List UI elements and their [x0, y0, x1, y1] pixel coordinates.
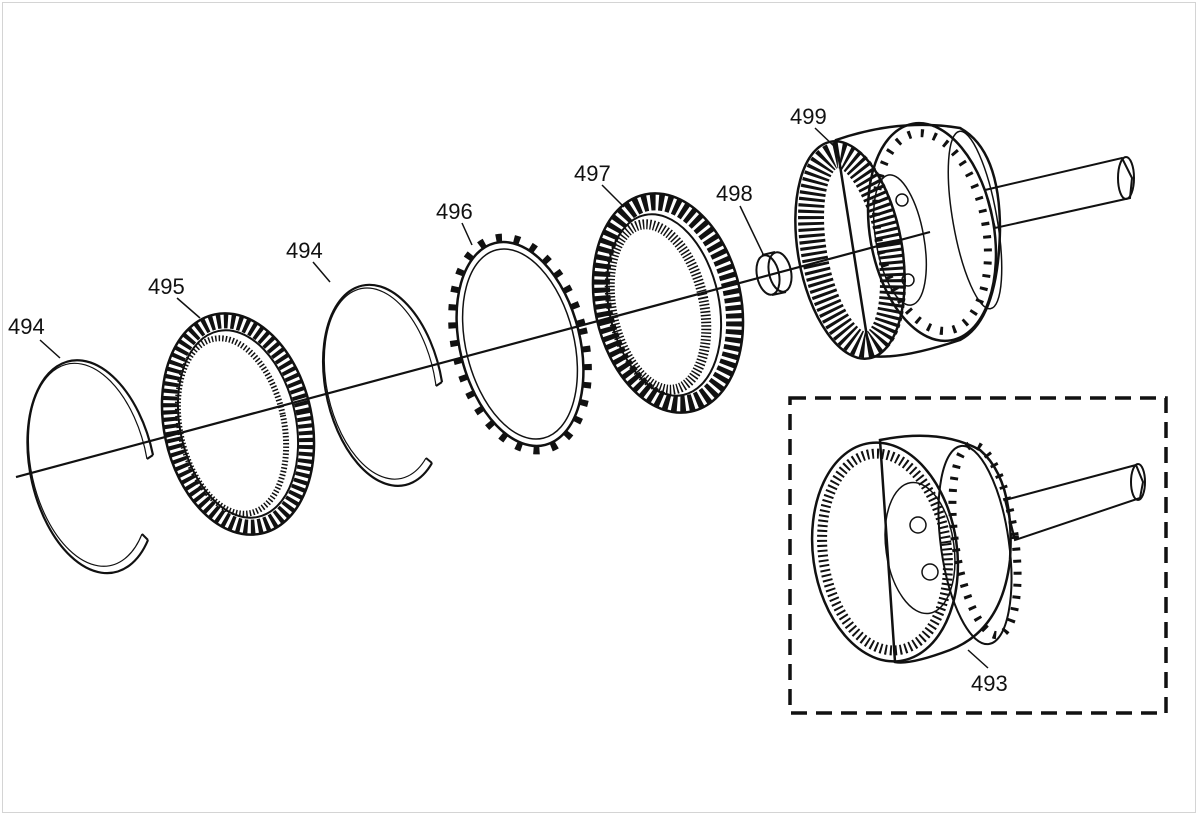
leader-line-494-left — [39, 339, 61, 359]
leader-line-494-mid — [312, 261, 331, 283]
callout-496: 496 — [436, 199, 473, 224]
assembly-axis-line — [15, 230, 931, 479]
snap-ring-left — [26, 359, 155, 575]
gear-shaft-493 — [810, 434, 1146, 664]
snap-ring-mid — [321, 283, 444, 487]
detail-box — [788, 396, 1168, 715]
leader-line-497 — [601, 184, 625, 208]
callout-494-left: 494 — [8, 314, 45, 339]
callout-498: 498 — [716, 181, 753, 206]
lugged-plate-496 — [448, 233, 592, 455]
leader-line-495 — [176, 297, 201, 319]
callout-495: 495 — [148, 274, 185, 299]
housing-499 — [794, 121, 1135, 360]
leader-line-493 — [967, 649, 989, 669]
leader-line-499 — [814, 127, 837, 149]
toothed-ring-495 — [160, 312, 316, 536]
leader-line-496 — [461, 222, 473, 246]
callout-493: 493 — [971, 671, 1008, 696]
leader-line-498 — [739, 205, 765, 257]
callout-494-mid: 494 — [286, 238, 323, 263]
toothed-ring-497 — [591, 192, 745, 414]
callout-499: 499 — [790, 104, 827, 129]
bushing-498 — [755, 251, 793, 296]
callout-497: 497 — [574, 161, 611, 186]
